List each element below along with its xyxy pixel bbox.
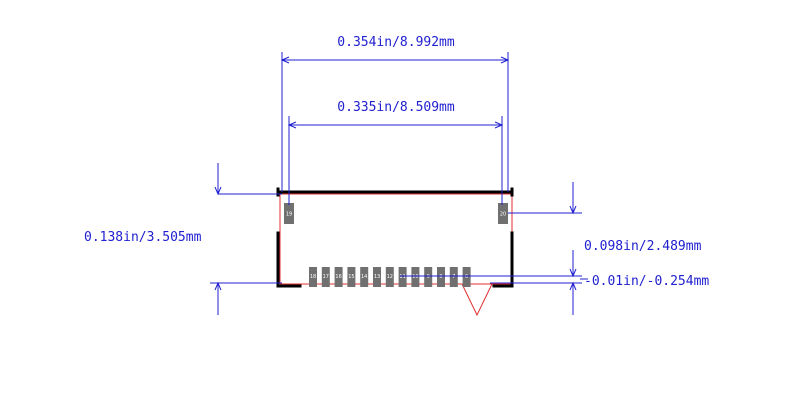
signal-pad-label: 16: [335, 274, 341, 280]
signal-pad: 12: [385, 267, 394, 287]
signal-pad-label: 14: [361, 274, 367, 280]
signal-pads: 18 17 16 15 14 13 12 11 10 9 8 7 6: [309, 267, 471, 287]
signal-pad-label: 17: [323, 274, 329, 280]
signal-pad-label: 15: [348, 274, 354, 280]
signal-pad-label: 18: [310, 274, 316, 280]
offset-label: -0.01in/-0.254mm: [584, 274, 709, 289]
signal-pad: 16: [334, 267, 343, 287]
signal-pad: 9: [424, 267, 433, 287]
signal-pad: 11: [398, 267, 407, 287]
signal-pad: 14: [360, 267, 369, 287]
signal-pad-label: 9: [427, 274, 430, 280]
silk-bottom-left-corner: [276, 231, 302, 288]
signal-pad-label: 10: [412, 274, 418, 280]
signal-pad: 15: [347, 267, 356, 287]
silk-bottom-right-corner: [492, 231, 514, 288]
signal-pad: 8: [437, 267, 445, 287]
signal-pad-label: 6: [465, 274, 468, 280]
mount-pad-right: 20: [498, 203, 508, 224]
signal-pad: 7: [449, 267, 458, 287]
pad-height-arrow-top: [569, 205, 577, 215]
inner-width-label: 0.335in/8.509mm: [337, 100, 455, 115]
mount-pad-right-label: 20: [500, 212, 506, 218]
outer-width-label: 0.354in/8.992mm: [337, 35, 455, 50]
signal-pad-label: 11: [399, 274, 405, 280]
silkscreen-outline: [276, 187, 514, 288]
total-height-label: 0.138in/3.505mm: [84, 230, 202, 245]
mount-pad-left-label: 19: [286, 212, 292, 218]
pin1-marker: [461, 283, 493, 317]
offset-arrow-top: [569, 268, 577, 278]
signal-pad-label: 8: [439, 274, 442, 280]
pad-height-label: 0.098in/2.489mm: [584, 239, 702, 254]
signal-pad: 18: [309, 267, 317, 287]
total-height-arrow-bottom: [214, 281, 222, 291]
signal-pad: 17: [321, 267, 330, 287]
signal-pad-label: 12: [387, 274, 393, 280]
offset-arrow-bottom: [569, 281, 577, 291]
mount-pad-left: 19: [284, 203, 294, 224]
dimension-lines: [210, 52, 588, 315]
courtyard-outline: [279, 193, 513, 317]
signal-pad-label: 13: [374, 274, 380, 280]
inner-width-arrow-right: [494, 121, 504, 129]
signal-pad-label: 7: [452, 274, 455, 280]
signal-pad: 10: [411, 267, 420, 287]
inner-width-arrow-left: [287, 121, 297, 129]
total-height-arrow-top: [214, 186, 222, 196]
signal-pad: 6: [462, 267, 471, 287]
outer-width-arrow-right: [500, 56, 510, 64]
signal-pad: 13: [373, 267, 381, 287]
outer-width-arrow-left: [280, 56, 290, 64]
